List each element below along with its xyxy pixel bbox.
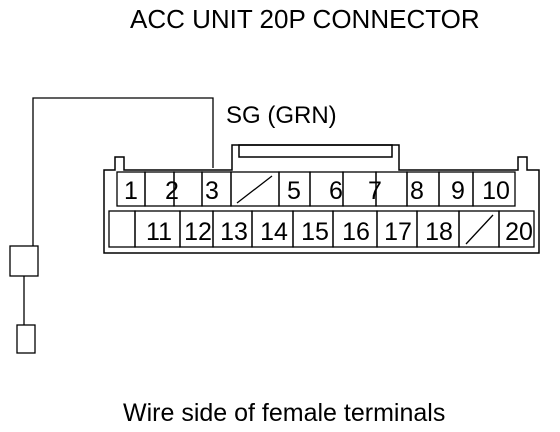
terminal-label: 17	[384, 218, 412, 246]
terminal-label: 6	[329, 177, 343, 205]
diagram-title: ACC UNIT 20P CONNECTOR	[130, 4, 480, 34]
connector-body	[103, 144, 540, 254]
terminal-label: 15	[301, 218, 329, 246]
empty-terminal-19-slash	[465, 214, 494, 245]
terminal-label: 18	[425, 218, 453, 246]
terminal-label: 10	[482, 177, 510, 205]
signal-label: SG (GRN)	[226, 102, 337, 129]
terminal-label: 5	[287, 177, 301, 205]
diagram-caption: Wire side of female terminals	[123, 399, 445, 427]
top-row-labels: 1 2 3 5 6 7 8 9 10	[124, 177, 510, 205]
terminal-label: 16	[342, 218, 370, 246]
terminal-label: 20	[505, 218, 533, 246]
terminal-label: 12	[184, 218, 212, 246]
terminal-label: 13	[220, 218, 248, 246]
terminal-label: 11	[146, 218, 172, 246]
terminal-label: 14	[260, 218, 288, 246]
terminal-label: 2	[165, 177, 179, 205]
terminal-label: 8	[410, 177, 424, 205]
terminal-label: 3	[205, 177, 219, 205]
terminal-label: 7	[368, 177, 382, 205]
terminal-label: 9	[451, 177, 465, 205]
bottom-row-labels: 11 12 13 14 15 16 17 18 20	[146, 218, 533, 246]
empty-terminal-4-slash	[236, 175, 273, 204]
probe-lead	[9, 97, 214, 354]
terminal-grid	[108, 171, 535, 248]
terminal-label: 1	[124, 177, 138, 205]
